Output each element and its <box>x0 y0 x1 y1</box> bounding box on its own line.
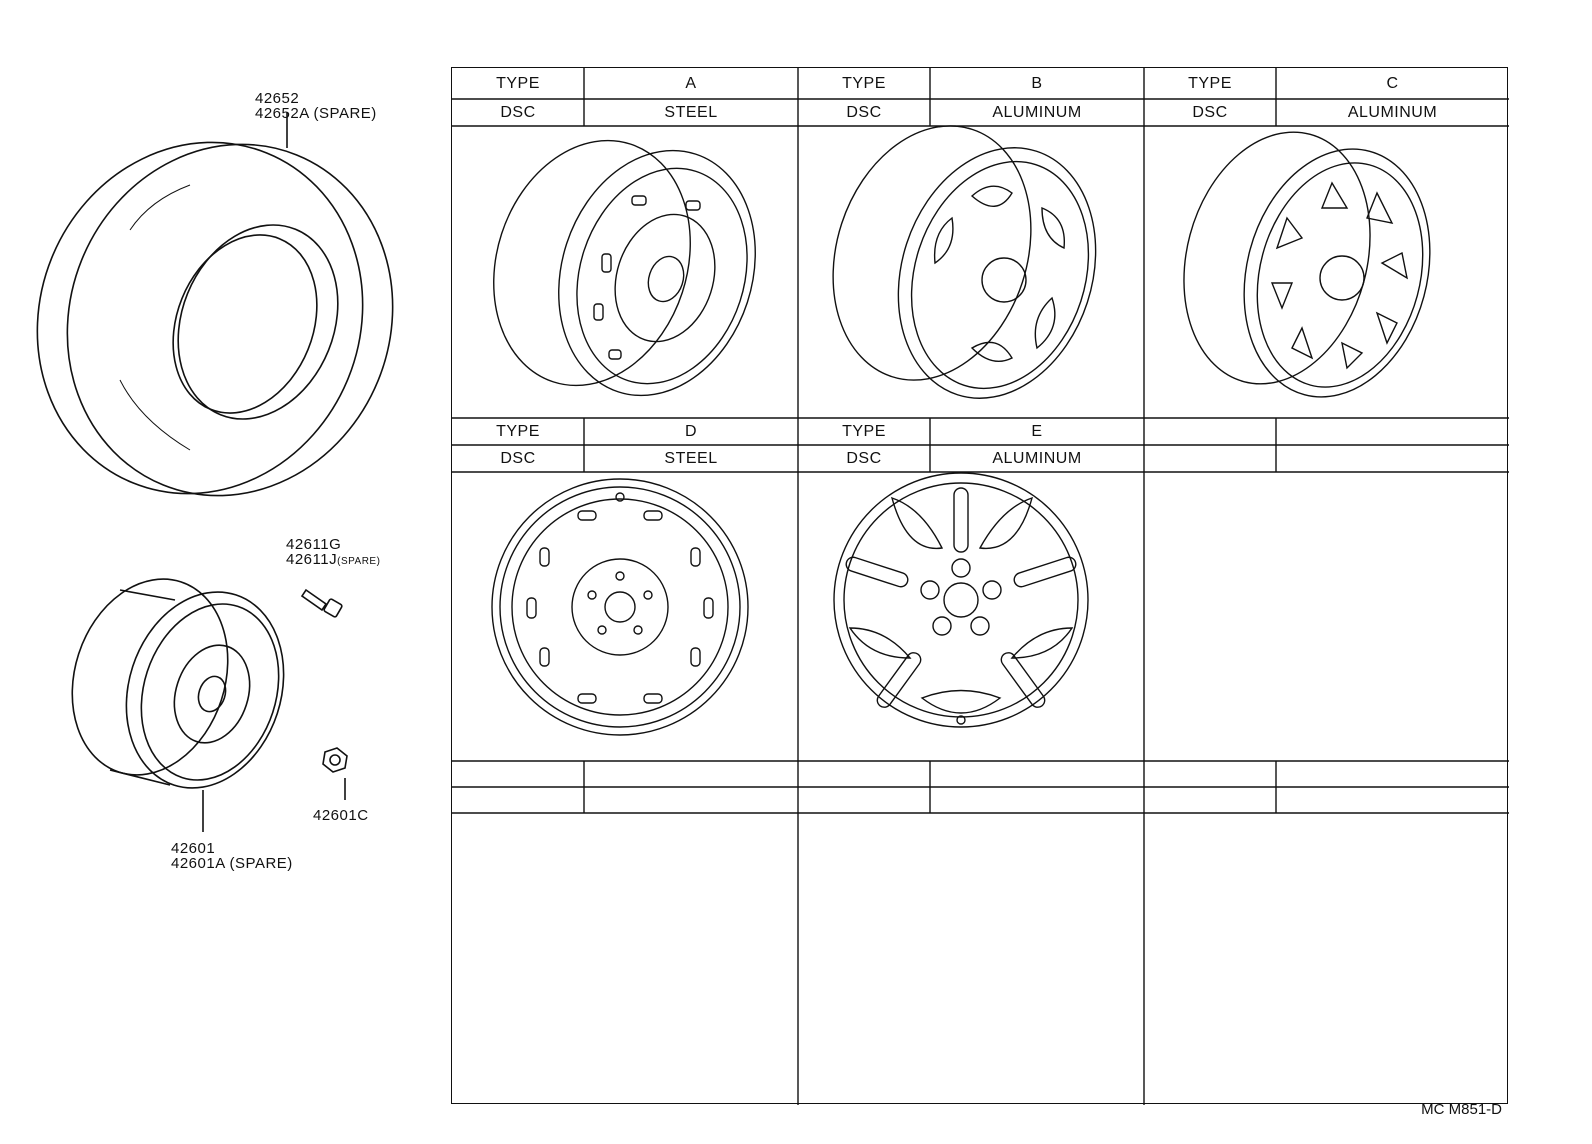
dsc-value-b: ALUMINUM <box>992 103 1082 121</box>
table-grid <box>452 68 1509 1105</box>
tire-part-number: 42652 <box>255 90 300 107</box>
type-value-d: D <box>684 422 698 440</box>
wheel-b-drawing <box>832 125 1097 399</box>
valve-drawing <box>300 588 343 618</box>
type-label-e: TYPE <box>842 422 886 440</box>
valve-spare-number: 42611J <box>286 551 338 568</box>
type-label-b: TYPE <box>842 74 886 92</box>
dsc-value-c: ALUMINUM <box>1347 103 1438 121</box>
wheel-a-drawing <box>493 139 756 397</box>
type-value-b: B <box>1031 74 1043 92</box>
valve-spare-suffix: (SPARE) <box>337 556 381 567</box>
wheel-spare-part-number: 42601A (SPARE) <box>171 855 293 872</box>
diagram-code: MC M851-D <box>1421 1101 1502 1118</box>
dsc-label-b: DSC <box>846 103 882 121</box>
type-label-c: TYPE <box>1188 74 1232 92</box>
type-label-a: TYPE <box>496 74 540 92</box>
nut-part-number: 42601C <box>313 807 369 824</box>
dsc-value-e: ALUMINUM <box>992 449 1082 467</box>
dsc-label-e: DSC <box>846 449 882 467</box>
tire-drawing <box>36 112 394 497</box>
dsc-label-d: DSC <box>500 449 536 467</box>
parts-illustration <box>36 112 394 832</box>
dsc-value-d: STEEL <box>664 449 718 467</box>
wheel-part-number: 42601 <box>171 840 216 857</box>
nut-drawing <box>322 747 348 800</box>
wheel-c-drawing <box>1183 131 1431 398</box>
tire-spare-part-number: 42652A (SPARE) <box>255 105 377 122</box>
dsc-label-a: DSC <box>500 103 536 121</box>
wheel-e-drawing <box>833 472 1089 728</box>
type-value-e: E <box>1031 422 1043 440</box>
type-label-d: TYPE <box>496 422 540 440</box>
wheel-d-drawing <box>491 478 749 736</box>
dsc-label-c: DSC <box>1192 103 1228 121</box>
wheel-drawing <box>71 578 285 832</box>
type-value-a: A <box>685 74 697 92</box>
dsc-value-a: STEEL <box>664 103 718 121</box>
type-value-c: C <box>1386 74 1399 92</box>
wheel-type-table: TYPE A DSC STEEL TYPE B DSC ALUMINUM TYP… <box>451 67 1509 1105</box>
valve-part-number: 42611G <box>286 536 342 553</box>
valve-spare-part-number: 42611J(SPARE) <box>286 552 380 569</box>
